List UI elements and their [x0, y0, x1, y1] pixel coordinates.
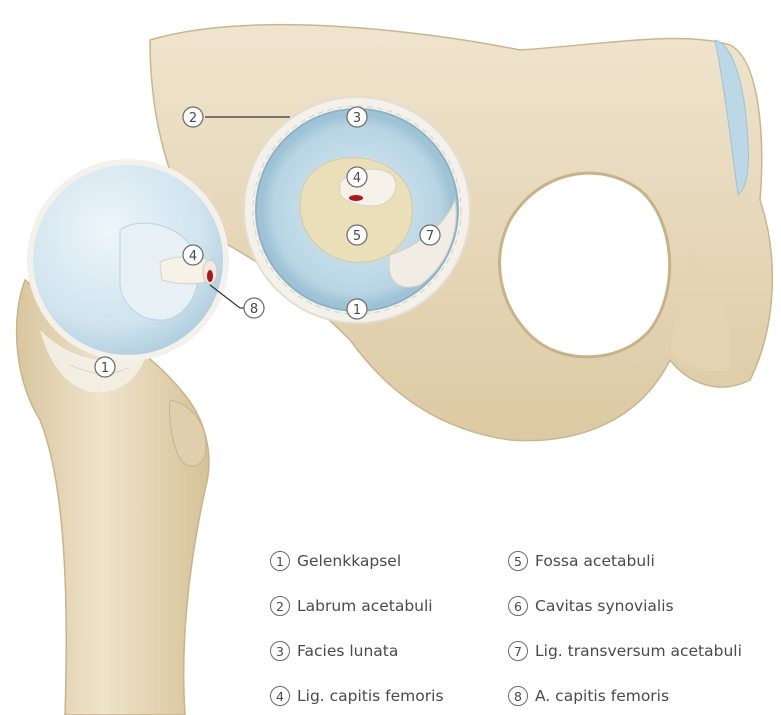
marker-8: 8	[244, 298, 264, 318]
marker-5-label: 5	[353, 229, 361, 244]
artery-capitis-femoris-fossa	[349, 195, 363, 201]
legend-label: Labrum acetabuli	[297, 597, 433, 615]
marker-1b-label: 1	[353, 303, 361, 318]
legend-item-3: 3 Facies lunata	[270, 638, 398, 664]
legend-item-2: 2 Labrum acetabuli	[270, 593, 433, 619]
marker-4b: 4	[183, 245, 203, 265]
legend-number: 6	[508, 596, 528, 616]
legend-label: Cavitas synovialis	[535, 597, 674, 615]
marker-7-label: 7	[426, 229, 434, 244]
marker-2: 2	[183, 107, 203, 127]
legend-item-7: 7 Lig. transversum acetabuli	[508, 638, 742, 664]
legend-item-5: 5 Fossa acetabuli	[508, 548, 655, 574]
legend-item-6: 6 Cavitas synovialis	[508, 593, 674, 619]
artery-capitis-femoris-head	[207, 270, 213, 282]
marker-7: 7	[420, 225, 440, 245]
legend-label: Fossa acetabuli	[535, 552, 655, 570]
marker-1a-label: 1	[101, 361, 109, 376]
legend-number: 4	[270, 686, 290, 706]
marker-4a-label: 4	[353, 171, 361, 186]
legend-item-1: 1 Gelenkkapsel	[270, 548, 401, 574]
legend-label: Lig. capitis femoris	[297, 687, 444, 705]
marker-1b: 1	[347, 299, 367, 319]
marker-8-label: 8	[250, 302, 258, 317]
marker-2-label: 2	[189, 111, 197, 126]
legend-item-8: 8 A. capitis femoris	[508, 683, 669, 709]
legend-number: 8	[508, 686, 528, 706]
legend-label: Facies lunata	[297, 642, 398, 660]
legend-label: A. capitis femoris	[535, 687, 669, 705]
legend-label: Gelenkkapsel	[297, 552, 401, 570]
legend-number: 5	[508, 551, 528, 571]
legend-label: Lig. transversum acetabuli	[535, 642, 742, 660]
marker-3: 3	[347, 107, 367, 127]
legend-item-4: 4 Lig. capitis femoris	[270, 683, 444, 709]
marker-5: 5	[347, 225, 367, 245]
legend-number: 3	[270, 641, 290, 661]
legend-number: 1	[270, 551, 290, 571]
marker-4b-label: 4	[189, 249, 197, 264]
marker-4a: 4	[347, 167, 367, 187]
acetabulum	[244, 97, 470, 323]
marker-1a: 1	[95, 357, 115, 377]
legend-number: 7	[508, 641, 528, 661]
legend: 1 Gelenkkapsel 2 Labrum acetabuli 3 Faci…	[270, 548, 775, 708]
legend-number: 2	[270, 596, 290, 616]
marker-3-label: 3	[353, 111, 361, 126]
